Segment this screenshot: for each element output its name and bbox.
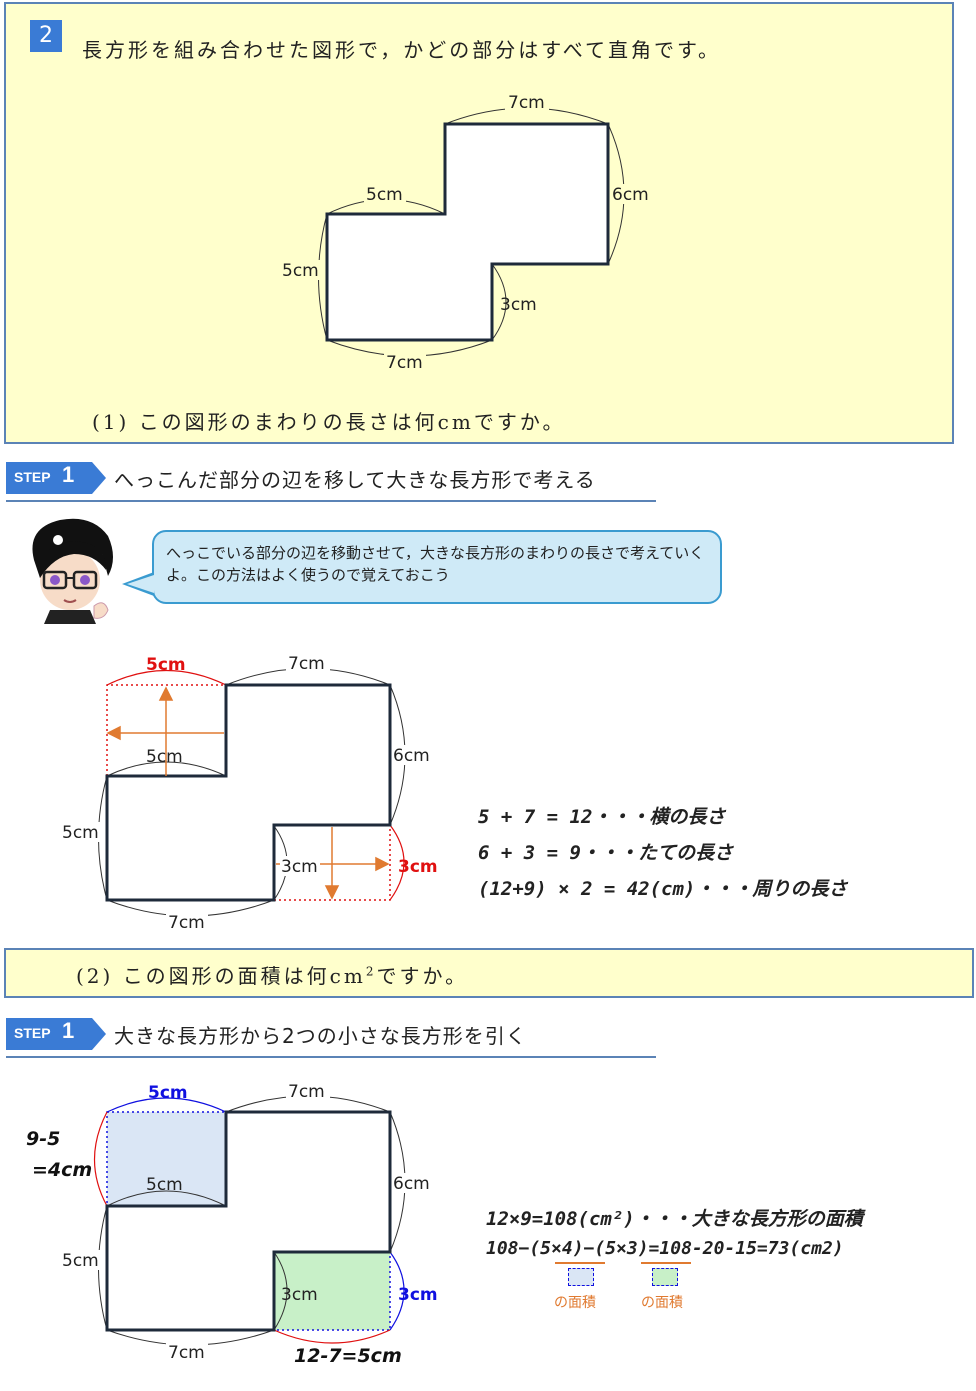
figure-shape-3: 7cm 5cm 6cm 5cm 3cm 7cm 5cm 3cm 9-5 =4cm… [26, 1081, 438, 1367]
label-step-right: 3cm [281, 857, 318, 877]
label-step-right: 3cm [281, 1285, 318, 1305]
label-blue-top: 5cm [148, 1083, 188, 1103]
avatar [32, 518, 113, 624]
step-arrow-icon [92, 462, 106, 494]
step-badge: STEP 1 [6, 1018, 92, 1050]
left-calc-2: =4cm [32, 1159, 92, 1181]
label-right: 6cm [393, 1174, 430, 1194]
label-top: 7cm [288, 1082, 325, 1102]
bottom-calc: 12-7=5cm [294, 1345, 402, 1367]
question-number: 2 [30, 20, 62, 52]
step-underline [6, 1056, 656, 1058]
label-left: 5cm [282, 261, 319, 281]
step-underline [6, 500, 656, 502]
label-right: 6cm [393, 746, 430, 766]
legend-green-label: の面積 [641, 1295, 683, 1311]
area-calc-1: 12×9=108(cm²)・・・大きな長方形の面積 [486, 1208, 863, 1230]
step-text: 大きな長方形から2つの小さな長方形を引く [114, 1024, 527, 1048]
figure-shape-2: 7cm 5cm 6cm 5cm 3cm 7cm 5cm 3cm [60, 653, 438, 933]
calc-line-2: 6 + 3 = 9・・・たての長さ [478, 842, 733, 864]
question-2-box: (2) この図形の面積は何cm2ですか。 [4, 948, 974, 998]
calc-line-3: (12+9) × 2 = 42(cm)・・・周りの長さ [478, 878, 848, 900]
question-1: (1) この図形のまわりの長さは何cmですか。 [92, 410, 566, 434]
legend-blue-swatch [568, 1268, 594, 1286]
l-shape [105, 1110, 392, 1332]
label-top: 7cm [288, 654, 325, 674]
left-calc-1: 9-5 [26, 1128, 60, 1150]
calc-line-1: 5 + 7 = 12・・・横の長さ [478, 806, 726, 828]
legend-green-underline [641, 1262, 691, 1264]
label-blue-right: 3cm [398, 1285, 438, 1305]
label-top: 7cm [508, 93, 545, 113]
step-arrow-icon [92, 1018, 106, 1050]
legend-green-swatch [652, 1268, 678, 1286]
figure-shape-1: 7cm 5cm 6cm 5cm 3cm 7cm [280, 92, 651, 373]
label-left: 5cm [62, 823, 99, 843]
l-shape [325, 122, 610, 342]
question-box: 2 長方形を組み合わせた図形で，かどの部分はすべて直角です。 (1) この図形の… [4, 2, 954, 444]
step-badge: STEP 1 [6, 462, 92, 494]
label-upper-left: 5cm [146, 1175, 183, 1195]
label-moved-right: 3cm [398, 857, 438, 877]
label-bottom: 7cm [168, 1343, 205, 1363]
label-step-right: 3cm [500, 295, 537, 315]
label-left: 5cm [62, 1251, 99, 1271]
label-bottom: 7cm [168, 913, 205, 933]
legend-blue-label: の面積 [554, 1295, 596, 1311]
bubble-tail-inner [127, 575, 154, 593]
green-rectangle [273, 1251, 391, 1331]
label-bottom: 7cm [386, 353, 423, 373]
label-moved-top: 5cm [146, 655, 186, 675]
step-text: へっこんだ部分の辺を移して大きな長方形で考える [114, 468, 596, 492]
question-title: 長方形を組み合わせた図形で，かどの部分はすべて直角です。 [82, 38, 721, 62]
speech-bubble: へっこでいる部分の辺を移動させて，大きな長方形のまわりの長さで考えていくよ。この… [152, 530, 722, 604]
label-upper-left: 5cm [146, 747, 183, 767]
legend-blue-underline [555, 1262, 605, 1264]
area-calc-2: 108−(5×4)−(5×3)=108-20-15=73(cm2) [486, 1238, 844, 1259]
label-right: 6cm [612, 185, 649, 205]
question-2: (2) この図形の面積は何cm2ですか。 [76, 964, 469, 988]
l-shape [105, 683, 392, 902]
label-upper-left: 5cm [366, 185, 403, 205]
